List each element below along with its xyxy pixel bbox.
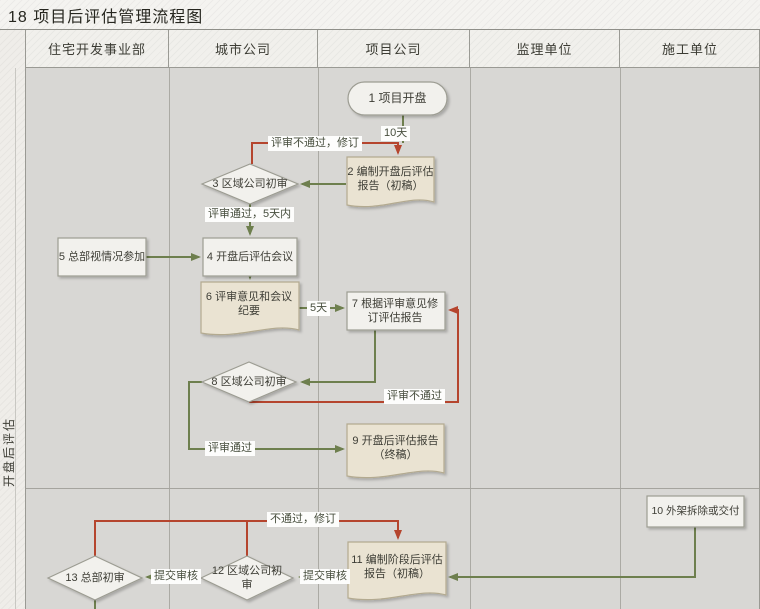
lane-divider [318, 68, 319, 609]
node-final-opening-report: 9 开盘后评估报告（终稿） [352, 434, 439, 461]
process-shape-n10 [646, 495, 745, 528]
phase-row-divider [26, 488, 760, 489]
lane-header-row: 住宅开发事业部 城市公司 项目公司 监理单位 施工单位 [0, 30, 760, 68]
edge-label-fail-revise-2: 不通过，修订 [267, 512, 339, 527]
edge-revise-to-review8 [300, 330, 376, 386]
node-revise-report: 7 根据评审意见修订评估报告 [351, 297, 439, 324]
node-regional-review-3: 3 区域公司初审 [212, 177, 288, 190]
diagram-title: 18 项目后评估管理流程图 [8, 8, 204, 26]
lane-header-construction-unit: 施工单位 [620, 30, 760, 68]
lane-header-supervision-unit: 监理单位 [470, 30, 620, 68]
lane-divider [470, 68, 471, 609]
lane-header-label: 项目公司 [365, 42, 422, 57]
edge-label-10-days: 10天 [381, 126, 411, 141]
diagram-title-bar: 18 项目后评估管理流程图 [0, 0, 760, 30]
edge-label-submit-review-1: 提交审核 [300, 569, 350, 584]
edge-label-review-pass: 评审通过 [205, 441, 255, 456]
node-review-minutes: 6 评审意见和会议纪要 [205, 290, 293, 317]
edge-label-fail-revise: 评审不通过，修订 [268, 136, 362, 151]
node-draft-opening-report: 2 编制开盘后评估报告（初稿） [347, 165, 434, 192]
lane-header-city-company: 城市公司 [169, 30, 318, 68]
phase-sidebar-inner-border [15, 68, 16, 609]
edge-review8-pass-to-final [188, 381, 345, 453]
lane-divider [169, 68, 170, 609]
document-shape-n9 [346, 423, 445, 479]
node-scaffold-removal: 10 外架拆除或交付 [651, 504, 740, 517]
start-shape-n1 [347, 81, 448, 116]
edge-review8-fail-loop [249, 306, 459, 403]
lane-header-project-company: 项目公司 [318, 30, 470, 68]
document-shape-n6 [200, 281, 300, 336]
node-hq-review-13: 13 总部初审 [65, 571, 125, 584]
lane-header-label: 城市公司 [214, 42, 271, 57]
node-regional-review-12: 12 区域公司初审 [211, 564, 283, 591]
process-shape-n7 [346, 291, 446, 331]
node-project-opening: 1 项目开盘 [368, 90, 427, 105]
lane-header-residential-dev: 住宅开发事业部 [26, 30, 169, 68]
edge-demolition-to-report11 [448, 527, 696, 581]
lane-header-label: 住宅开发事业部 [47, 42, 146, 57]
red-reject-arrows [94, 142, 459, 556]
edge-label-review-fail: 评审不通过 [384, 389, 445, 404]
decision-shape-n8 [200, 361, 298, 403]
process-shape-n4 [202, 237, 298, 277]
document-shape-n11 [347, 541, 447, 601]
lane-divider [620, 68, 621, 609]
edge-label-submit-review-2: 提交审核 [151, 569, 201, 584]
edge-label-5-days: 5天 [307, 301, 331, 316]
process-shape-n5 [57, 237, 147, 277]
decision-shape-n12 [199, 555, 295, 601]
decision-shape-n13 [46, 555, 144, 601]
node-evaluation-meeting: 4 开盘后评估会议 [206, 250, 294, 263]
decision-shape-n3 [200, 163, 300, 205]
edge-review13-fail-loop [94, 520, 402, 556]
lane-header-label: 施工单位 [661, 42, 718, 57]
phase-sidebar [0, 30, 26, 609]
node-regional-review-8: 8 区域公司初审 [211, 375, 287, 388]
flow-node-shapes [46, 81, 745, 601]
node-draft-stage-report: 11 编制阶段后评估报告（初稿） [351, 553, 443, 580]
edge-label-pass-5-days: 评审通过，5天内 [205, 207, 295, 222]
lane-header-label: 监理单位 [516, 42, 573, 57]
node-hq-optional-attend: 5 总部视情况参加 [58, 250, 146, 263]
document-shape-n2 [346, 156, 435, 208]
